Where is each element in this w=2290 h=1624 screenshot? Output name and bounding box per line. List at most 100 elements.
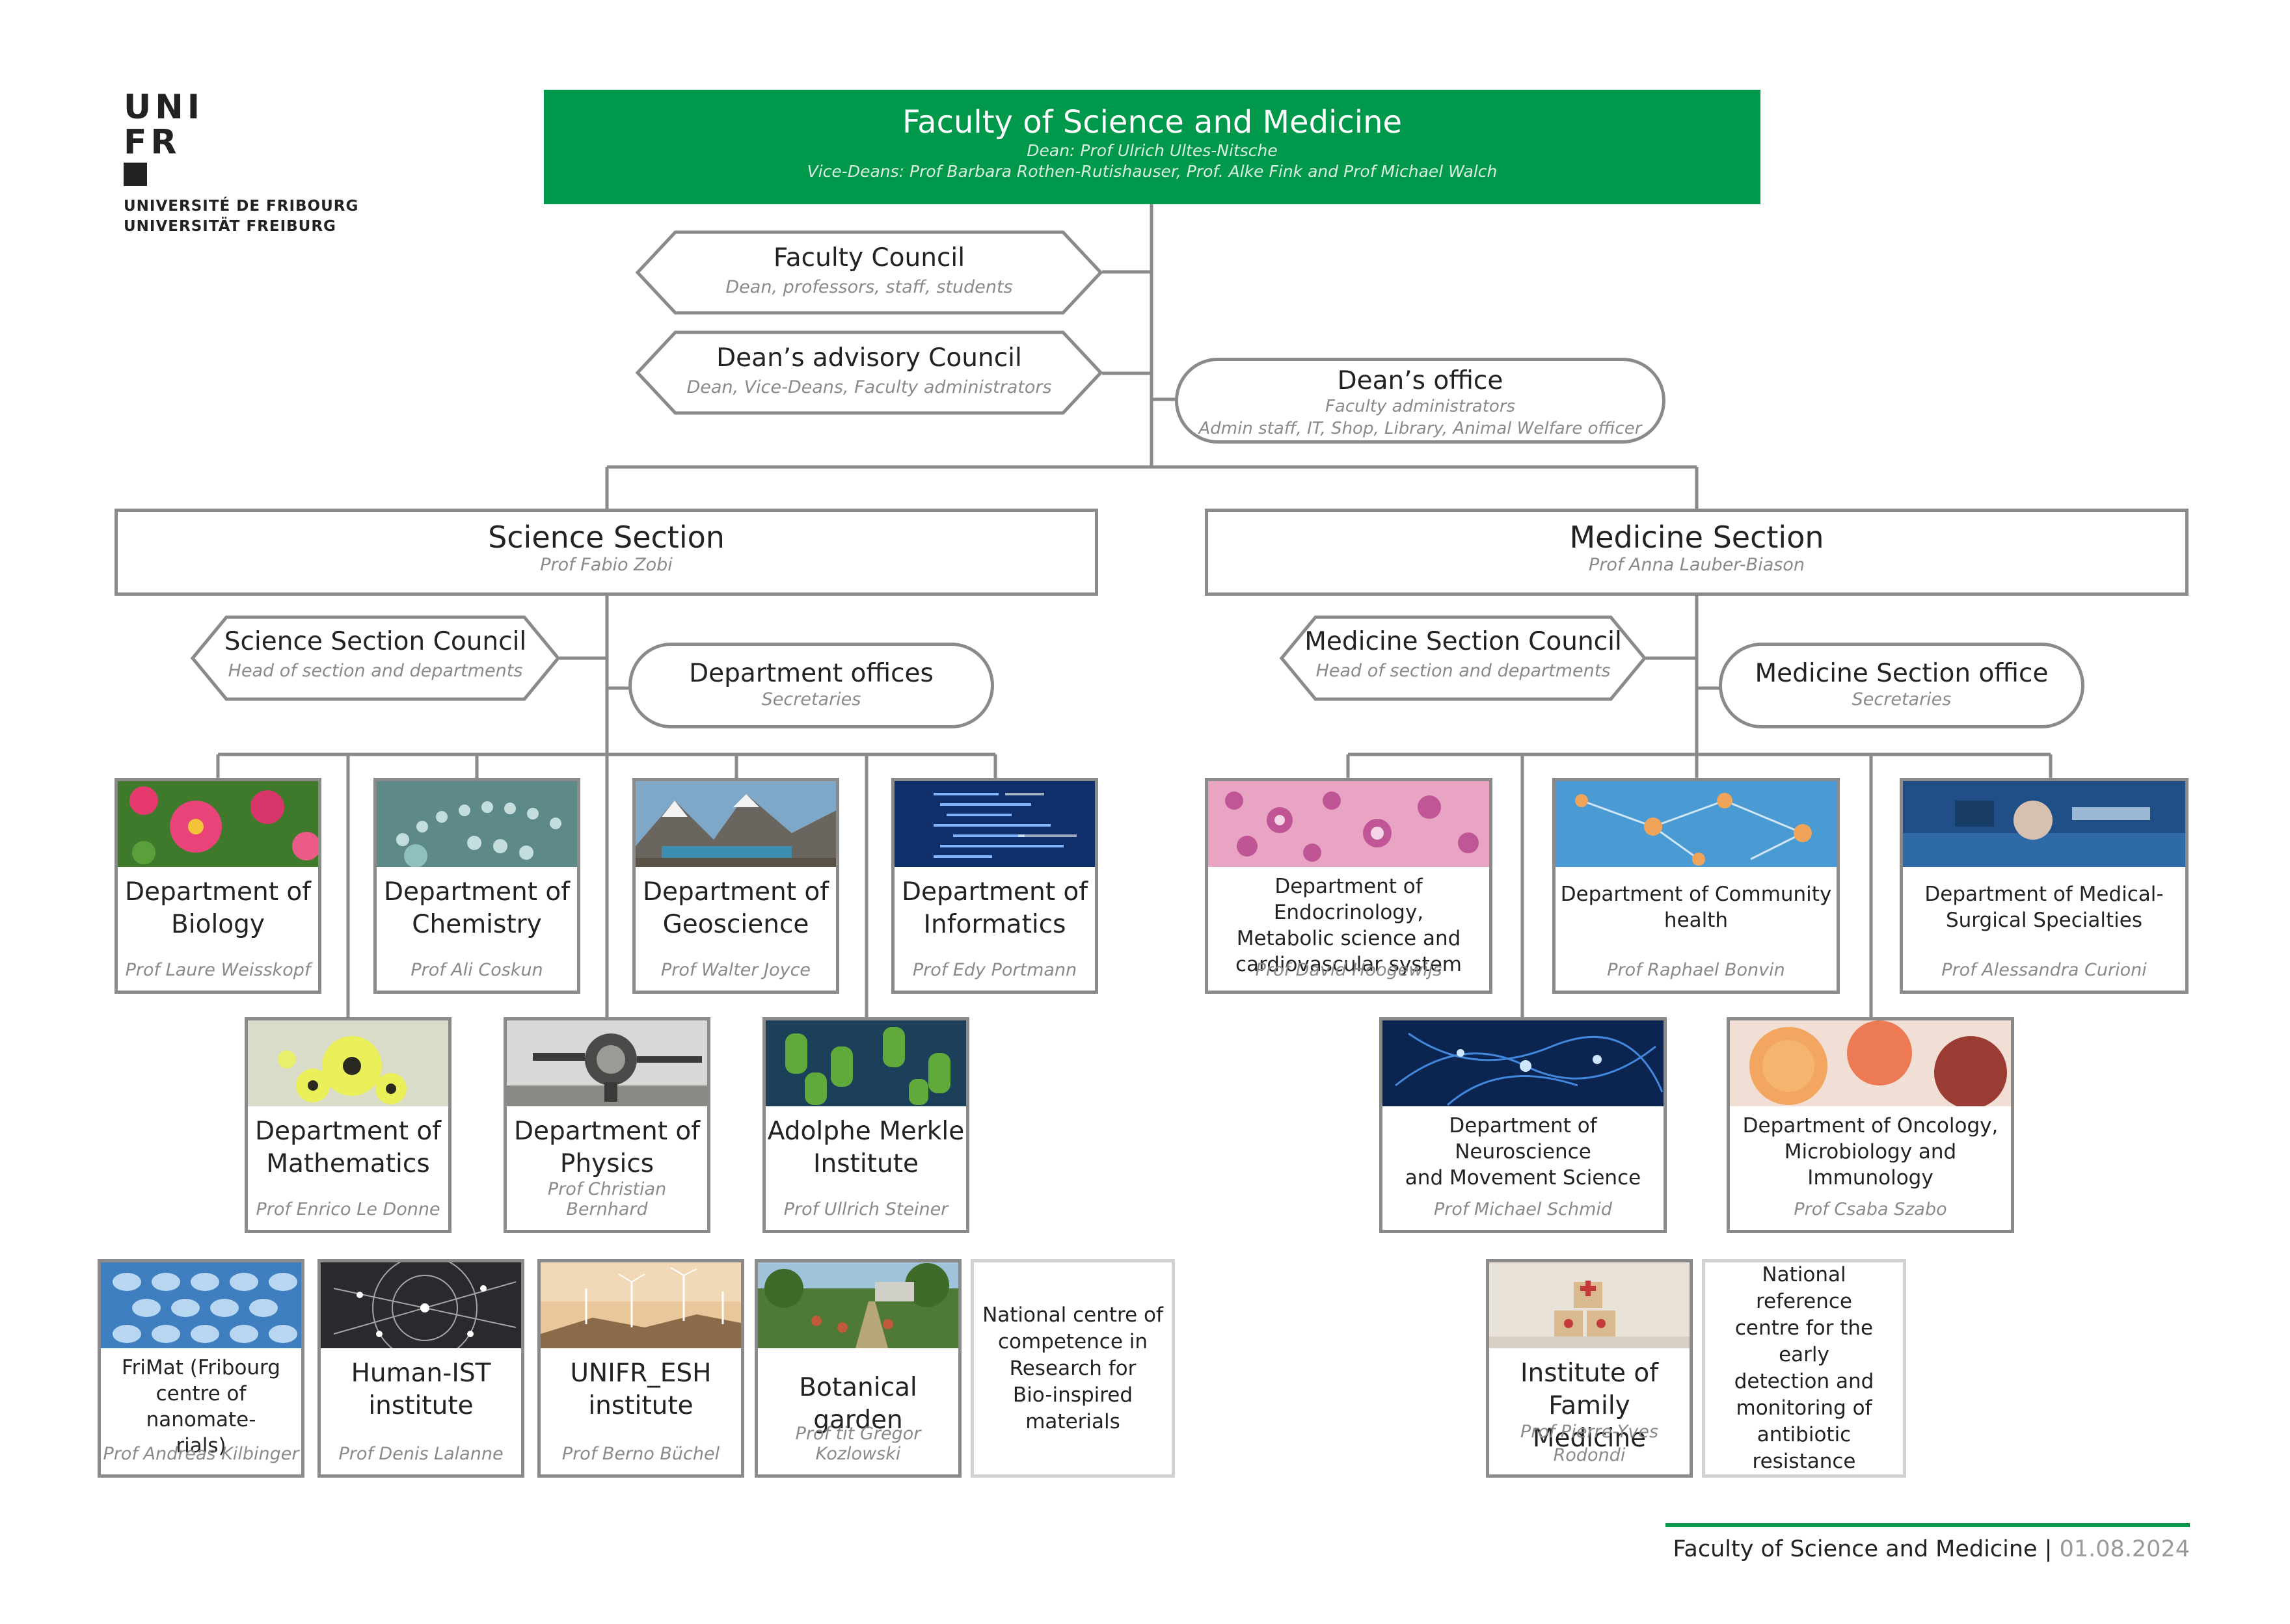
molecules-image — [377, 781, 577, 867]
deans-office: Dean’s office Faculty administrators Adm… — [1175, 358, 1665, 444]
footer-rule — [1665, 1523, 2190, 1527]
botanical-garden: Botanical garden Prof tit Gregor Kozlows… — [755, 1259, 962, 1478]
department-physics: Department of Physics Prof Christian Ber… — [504, 1017, 710, 1233]
hexagon-shape — [1279, 615, 1647, 701]
department-name-line2: and Movement Science — [1405, 1166, 1641, 1190]
medicine-section-office: Medicine Section office Secretaries — [1719, 643, 2084, 728]
department-name: Department of Medical- — [1924, 883, 2164, 906]
deans-advisory-sub: Dean, Vice-Deans, Faculty administrators — [686, 377, 1052, 397]
department-head: Prof Raphael Bonvin — [1607, 960, 1785, 980]
medicine-section-council: Medicine Section Council Head of section… — [1279, 615, 1647, 701]
faculty-title: Faculty of Science and Medicine — [902, 104, 1403, 140]
medicine-section: Medicine Section Prof Anna Lauber-Biason — [1205, 509, 2189, 596]
department-name: Department of Neuroscience — [1449, 1114, 1597, 1164]
faculty-council-title: Faculty Council — [773, 243, 965, 273]
department-chemistry: Department of Chemistry Prof Ali Coskun — [373, 778, 580, 994]
deans-office-sub1: Faculty administrators — [1325, 397, 1516, 416]
department-name-line2: Surgical Specialties — [1945, 909, 2142, 932]
medicine-section-title: Medicine Section — [1569, 520, 1824, 555]
honeycomb-image — [101, 1262, 301, 1348]
department-head: Prof Christian Bernhard — [547, 1179, 667, 1219]
human-ist-institute: Human-IST institute Prof Denis Lalanne — [317, 1259, 524, 1478]
department-name: Department of Endocrinology, — [1273, 875, 1424, 924]
petri-dishes-image — [1730, 1020, 2011, 1106]
department-name-line2: Geoscience — [662, 910, 809, 939]
department-name-line2: Metabolic science and — [1236, 927, 1461, 950]
instrument-image — [507, 1020, 707, 1106]
frimat-centre: FriMat (Fribourg centre of nanomate- ria… — [98, 1259, 304, 1478]
department-head: Prof David Hoogewijs — [1255, 960, 1442, 980]
institute-head: Prof Denis Lalanne — [338, 1444, 504, 1464]
logo-name-de: UNIVERSITÄT FREIBURG — [124, 218, 336, 235]
windfarm-image — [541, 1262, 741, 1348]
surgery-image — [1903, 781, 2185, 867]
institute-name-line2: institute — [368, 1391, 474, 1420]
medicine-section-head: Prof Anna Lauber-Biason — [1589, 555, 1805, 575]
nccr-bio-inspired: National centre of competence in Researc… — [971, 1259, 1175, 1478]
reference-line1: National reference — [1755, 1263, 1853, 1313]
tissue-image — [1208, 781, 1489, 867]
department-name-line2: Microbiology and — [1784, 1140, 1957, 1164]
department-head: Prof Laure Weisskopf — [125, 960, 311, 980]
footer-date: 01.08.2024 — [2059, 1536, 2190, 1562]
deans-office-sub2: Admin staff, IT, Shop, Library, Animal W… — [1198, 419, 1642, 438]
department-name: Department of — [643, 877, 829, 907]
institute-name-line2: Family Medicine — [1532, 1391, 1647, 1453]
department-name-line3: cardiovascular system — [1235, 953, 1462, 976]
logo-square-icon — [124, 163, 147, 186]
medicine-office-title: Medicine Section office — [1755, 659, 2049, 688]
unifr-esh-institute: UNIFR_ESH institute Prof Berno Büchel — [537, 1259, 744, 1478]
reference-line2: centre for the early — [1734, 1316, 1874, 1366]
faculty-council: Faculty Council Dean, professors, staff,… — [635, 230, 1103, 315]
institute-head: Prof Ullrich Steiner — [783, 1199, 949, 1219]
garden-head: Prof tit Gregor Kozlowski — [795, 1424, 921, 1464]
hexagon-shape — [635, 230, 1103, 315]
deans-office-title: Dean’s office — [1337, 366, 1503, 395]
department-name: Department of — [514, 1117, 700, 1146]
department-name-line2: health — [1664, 909, 1729, 932]
department-name-line2: Informatics — [923, 910, 1066, 939]
pillars-image — [766, 1020, 966, 1106]
institute-name-line2: institute — [588, 1391, 694, 1420]
antibiotic-resistance-centre: National reference centre for the early … — [1702, 1259, 1906, 1478]
nccr-line2: competence in — [997, 1329, 1148, 1353]
footer: Faculty of Science and Medicine | 01.08.… — [1665, 1523, 2190, 1562]
department-head: Prof Michael Schmid — [1433, 1199, 1613, 1219]
department-name: Department of — [902, 877, 1088, 907]
network-image — [321, 1262, 521, 1348]
hexagon-shape — [635, 330, 1103, 415]
department-offices-title: Department offices — [689, 659, 934, 688]
community-network-image — [1556, 781, 1837, 867]
department-neuroscience: Department of Neuroscience and Movement … — [1379, 1017, 1667, 1233]
department-name: Department of Oncology, — [1742, 1114, 1999, 1138]
flower-image — [118, 781, 318, 867]
department-head: Prof Edy Portmann — [912, 960, 1077, 980]
logo-mark-line2: FR — [124, 123, 181, 162]
science-council-title: Science Section Council — [224, 627, 527, 656]
department-endocrinology: Department of Endocrinology, Metabolic s… — [1205, 778, 1492, 994]
garden-image — [758, 1262, 958, 1348]
reference-line4: monitoring of — [1736, 1396, 1872, 1420]
institute-name: UNIFR_ESH — [570, 1359, 712, 1388]
fractal-image — [248, 1020, 448, 1106]
nccr-line5: materials — [1025, 1409, 1120, 1433]
department-offices-sub: Secretaries — [761, 689, 861, 710]
department-head: Prof Ali Coskun — [411, 960, 543, 980]
department-oncology: Department of Oncology, Microbiology and… — [1727, 1017, 2014, 1233]
health-blocks-image — [1489, 1262, 1690, 1348]
department-medical-surgical: Department of Medical- Surgical Specialt… — [1900, 778, 2189, 994]
science-section-council: Science Section Council Head of section … — [190, 615, 561, 701]
department-head: Prof Alessandra Curioni — [1941, 960, 2147, 980]
mountains-image — [636, 781, 836, 867]
institute-head: Prof Berno Büchel — [561, 1444, 720, 1464]
department-name-line2: Biology — [171, 910, 265, 939]
institute-head: Prof Pierre-Yves — [1520, 1422, 1659, 1442]
institute-name: Human-IST — [351, 1359, 491, 1388]
faculty-header: Faculty of Science and Medicine Dean: Pr… — [544, 90, 1760, 204]
faculty-council-sub: Dean, professors, staff, students — [725, 277, 1013, 297]
science-section: Science Section Prof Fabio Zobi — [114, 509, 1098, 596]
department-name-line3: Immunology — [1807, 1166, 1933, 1190]
footer-text: Faculty of Science and Medicine | 01.08.… — [1665, 1536, 2190, 1562]
centre-name-line3: rials) — [176, 1434, 226, 1458]
adolphe-merkle-institute: Adolphe Merkle Institute Prof Ullrich St… — [762, 1017, 969, 1233]
